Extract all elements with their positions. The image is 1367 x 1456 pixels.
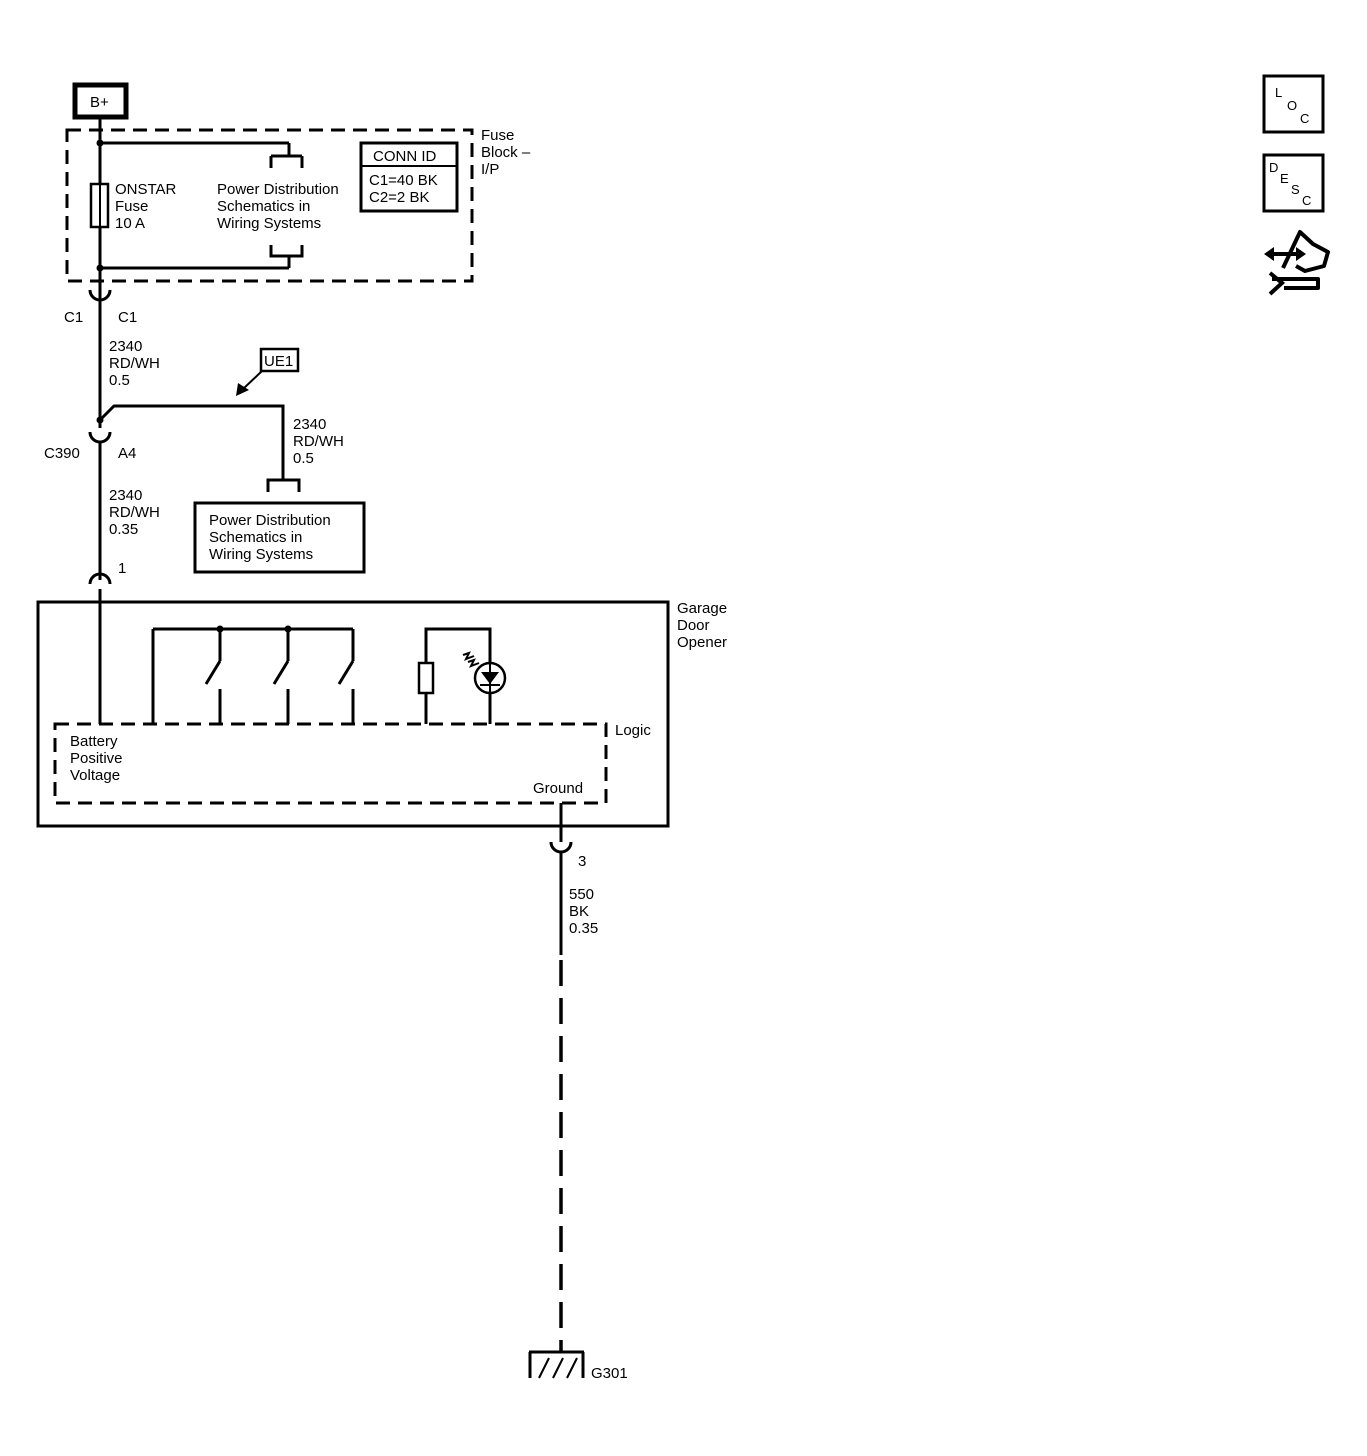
wire-2-color: RD/WH	[293, 433, 344, 450]
wire-2-gauge: 0.5	[293, 450, 314, 467]
desc-button[interactable]: D E S C	[1262, 153, 1325, 213]
wire-3-color: RD/WH	[109, 504, 160, 521]
gdo-pin-power: 1	[118, 560, 126, 577]
wire-1-gauge: 0.5	[109, 372, 130, 389]
desc-letter-c: C	[1302, 193, 1311, 208]
loc-letter-l: L	[1275, 85, 1282, 100]
onstar-fuse	[89, 182, 110, 229]
fuse-ref-line-3: Wiring Systems	[217, 215, 321, 232]
garage-door-opener-module: Garage Door Opener	[36, 600, 727, 828]
connector-c390: C390 A4	[44, 406, 136, 580]
ground-symbol-g301: G301	[528, 1350, 628, 1382]
loc-letter-o: O	[1287, 98, 1297, 113]
wire-3-gauge: 0.35	[109, 521, 138, 538]
logic-label: Logic	[615, 722, 651, 739]
conn-id-row-1: C1=40 BK	[369, 172, 438, 189]
connector-c1: C1 C1	[64, 289, 137, 406]
fuse-label-line-2: Fuse	[115, 198, 148, 215]
power-distribution-reference-box[interactable]: Power Distribution Schematics in Wiring …	[193, 501, 366, 574]
desc-letter-e: E	[1280, 171, 1289, 186]
fuse-label-line-3: 10 A	[115, 215, 145, 232]
gdo-pin-ground: 3	[578, 853, 586, 870]
ground-terminal-label: Ground	[533, 780, 583, 797]
wire-4-color: BK	[569, 903, 589, 920]
power-source-b-plus: B+	[72, 82, 129, 120]
desc-letter-s: S	[1291, 182, 1300, 197]
gdo-name-line-2: Door	[677, 617, 710, 634]
wire-1-color: RD/WH	[109, 355, 160, 372]
ref-box-line-3: Wiring Systems	[209, 546, 313, 563]
fuse-block: Fuse Block – I/P ONSTAR Fuse 10 A Power …	[65, 117, 531, 300]
wire-1-circuit: 2340	[109, 338, 142, 355]
battery-label-line-1: Battery	[70, 733, 118, 750]
loc-button[interactable]: L O C	[1262, 74, 1325, 134]
wire-2-circuit: 2340	[293, 416, 326, 433]
wire-3-circuit: 2340	[109, 487, 142, 504]
ref-box-line-1: Power Distribution	[209, 512, 331, 529]
ref-box-line-2: Schematics in	[209, 529, 302, 546]
ground-label: G301	[591, 1365, 628, 1382]
splice-callout-label: UE1	[264, 353, 293, 370]
gdo-name-line-3: Opener	[677, 634, 727, 651]
fuse-ref-line-2: Schematics in	[217, 198, 310, 215]
button-switches	[151, 625, 355, 724]
conn-id-row-2: C2=2 BK	[369, 189, 429, 206]
fuse-block-name-line-2: Block –	[481, 144, 531, 161]
fuse-block-name-line-1: Fuse	[481, 127, 514, 144]
loc-letter-c: C	[1300, 111, 1309, 126]
fuse-label-line-1: ONSTAR	[115, 181, 177, 198]
battery-label-line-2: Positive	[70, 750, 123, 767]
indicator-led-circuit	[417, 627, 507, 724]
splice-callout-ue1: UE1	[236, 347, 300, 396]
connector-c1-right-label: C1	[118, 309, 137, 326]
connector-c390-pin: A4	[118, 445, 136, 462]
fuse-block-name-line-3: I/P	[481, 161, 499, 178]
connector-c1-left-label: C1	[64, 309, 83, 326]
connector-c390-label: C390	[44, 445, 80, 462]
wire-4-circuit: 550	[569, 886, 594, 903]
conn-id-table: CONN ID C1=40 BK C2=2 BK	[359, 141, 459, 213]
battery-label-line-3: Voltage	[70, 767, 120, 784]
gdo-name-line-1: Garage	[677, 600, 727, 617]
fuse-ref-line-1: Power Distribution	[217, 181, 339, 198]
hand-wrench-icon[interactable]	[1264, 230, 1330, 296]
wire-4-gauge: 0.35	[569, 920, 598, 937]
desc-letter-d: D	[1269, 160, 1278, 175]
conn-id-header: CONN ID	[373, 148, 437, 165]
power-source-label: B+	[90, 94, 109, 111]
